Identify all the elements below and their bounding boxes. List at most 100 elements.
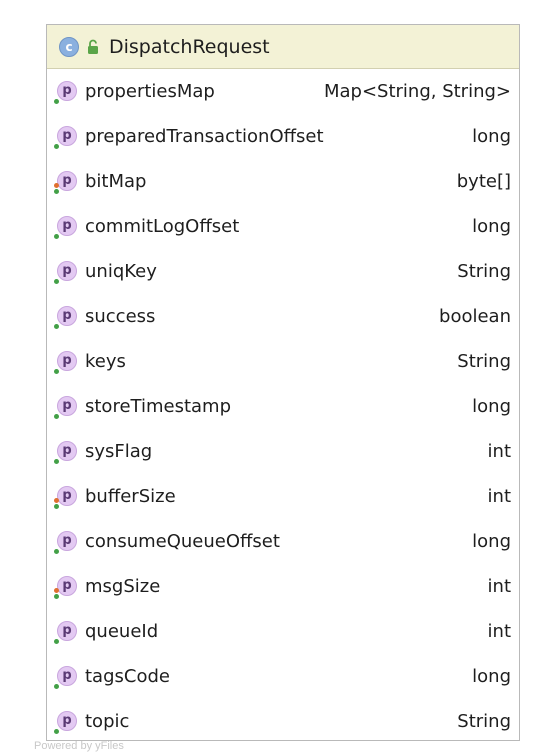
field-type: int — [487, 486, 511, 507]
class-icon: c — [59, 36, 79, 57]
private-visibility-dot-icon — [54, 587, 59, 593]
class-diagram-node[interactable]: c DispatchRequest p propertiesMap Map<Stri… — [46, 24, 520, 741]
visibility-dot-icon — [54, 143, 59, 149]
property-icon: p — [54, 440, 77, 464]
property-icon: p — [54, 125, 77, 149]
field-row[interactable]: p sysFlag int — [47, 429, 519, 474]
field-name: preparedTransactionOffset — [85, 126, 324, 147]
property-icon-letter: p — [57, 260, 77, 281]
property-icon: p — [54, 260, 77, 284]
field-row[interactable]: p propertiesMap Map<String, String> — [47, 69, 519, 114]
visibility-dot-icon — [54, 188, 59, 194]
property-icon-letter: p — [57, 620, 77, 641]
visibility-dot-icon — [54, 413, 59, 419]
field-type: int — [487, 441, 511, 462]
field-name: storeTimestamp — [85, 396, 232, 417]
field-row[interactable]: p storeTimestamp long — [47, 384, 519, 429]
class-name: DispatchRequest — [109, 35, 270, 58]
property-icon: p — [54, 170, 77, 194]
property-icon-letter: p — [57, 665, 77, 686]
visibility-dot-icon — [54, 638, 59, 644]
field-row[interactable]: p bufferSize int — [47, 474, 519, 519]
field-row[interactable]: p preparedTransactionOffset long — [47, 114, 519, 159]
field-type: byte[] — [456, 171, 511, 192]
property-icon: p — [54, 395, 77, 419]
property-icon: p — [54, 350, 77, 374]
visibility-dot-icon — [54, 368, 59, 374]
field-type: String — [457, 261, 511, 282]
property-icon-letter: p — [57, 575, 77, 596]
property-icon: p — [54, 530, 77, 554]
field-name: keys — [85, 351, 126, 372]
field-name: bitMap — [85, 171, 147, 192]
private-visibility-dot-icon — [54, 497, 59, 503]
property-icon-letter: p — [57, 305, 77, 326]
property-icon: p — [54, 305, 77, 329]
field-type: boolean — [439, 306, 511, 327]
visibility-dot-icon — [54, 548, 59, 554]
visibility-dot-icon — [54, 503, 59, 509]
property-icon-letter: p — [57, 710, 77, 731]
field-name: topic — [85, 711, 130, 732]
property-icon-letter: p — [57, 395, 77, 416]
visibility-dot-icon — [54, 323, 59, 329]
field-name: consumeQueueOffset — [85, 531, 280, 552]
property-icon-letter: p — [57, 485, 77, 506]
field-type: long — [472, 531, 511, 552]
field-name: commitLogOffset — [85, 216, 240, 237]
property-icon: p — [54, 215, 77, 239]
property-icon-letter: p — [57, 440, 77, 461]
field-type: int — [487, 621, 511, 642]
field-row[interactable]: p tagsCode long — [47, 654, 519, 699]
field-type: String — [457, 711, 511, 732]
field-name: sysFlag — [85, 441, 153, 462]
visibility-dot-icon — [54, 728, 59, 734]
private-visibility-dot-icon — [54, 182, 59, 188]
field-row[interactable]: p commitLogOffset long — [47, 204, 519, 249]
visibility-dot-icon — [54, 593, 59, 599]
field-row[interactable]: p consumeQueueOffset long — [47, 519, 519, 564]
field-type: long — [472, 666, 511, 687]
field-type: int — [487, 576, 511, 597]
field-name: uniqKey — [85, 261, 157, 282]
property-icon-letter: p — [57, 530, 77, 551]
field-row[interactable]: p msgSize int — [47, 564, 519, 609]
field-row[interactable]: p uniqKey String — [47, 249, 519, 294]
visibility-dot-icon — [54, 233, 59, 239]
property-icon-letter: p — [57, 125, 77, 146]
field-row[interactable]: p success boolean — [47, 294, 519, 339]
field-name: bufferSize — [85, 486, 176, 507]
visibility-dot-icon — [54, 98, 59, 104]
field-type: long — [472, 216, 511, 237]
property-icon: p — [54, 620, 77, 644]
visibility-dot-icon — [54, 683, 59, 689]
footer-watermark: Powered by yFiles — [34, 740, 124, 752]
property-icon: p — [54, 575, 77, 599]
property-icon-letter: p — [57, 350, 77, 371]
public-access-icon — [88, 39, 98, 54]
field-name: msgSize — [85, 576, 161, 597]
visibility-dot-icon — [54, 458, 59, 464]
field-name: propertiesMap — [85, 81, 215, 102]
property-icon: p — [54, 485, 77, 509]
field-name: success — [85, 306, 156, 327]
field-row[interactable]: p queueId int — [47, 609, 519, 654]
property-icon-letter: p — [57, 80, 77, 101]
visibility-dot-icon — [54, 278, 59, 284]
class-header: c DispatchRequest — [47, 25, 519, 69]
property-icon: p — [54, 665, 77, 689]
field-name: tagsCode — [85, 666, 170, 687]
property-icon-letter: p — [57, 170, 77, 191]
field-name: queueId — [85, 621, 159, 642]
field-type: Map<String, String> — [323, 81, 511, 102]
field-type: long — [472, 126, 511, 147]
field-type: long — [472, 396, 511, 417]
property-icon: p — [54, 710, 77, 734]
property-icon-letter: p — [57, 215, 77, 236]
field-type: String — [457, 351, 511, 372]
property-icon: p — [54, 80, 77, 104]
